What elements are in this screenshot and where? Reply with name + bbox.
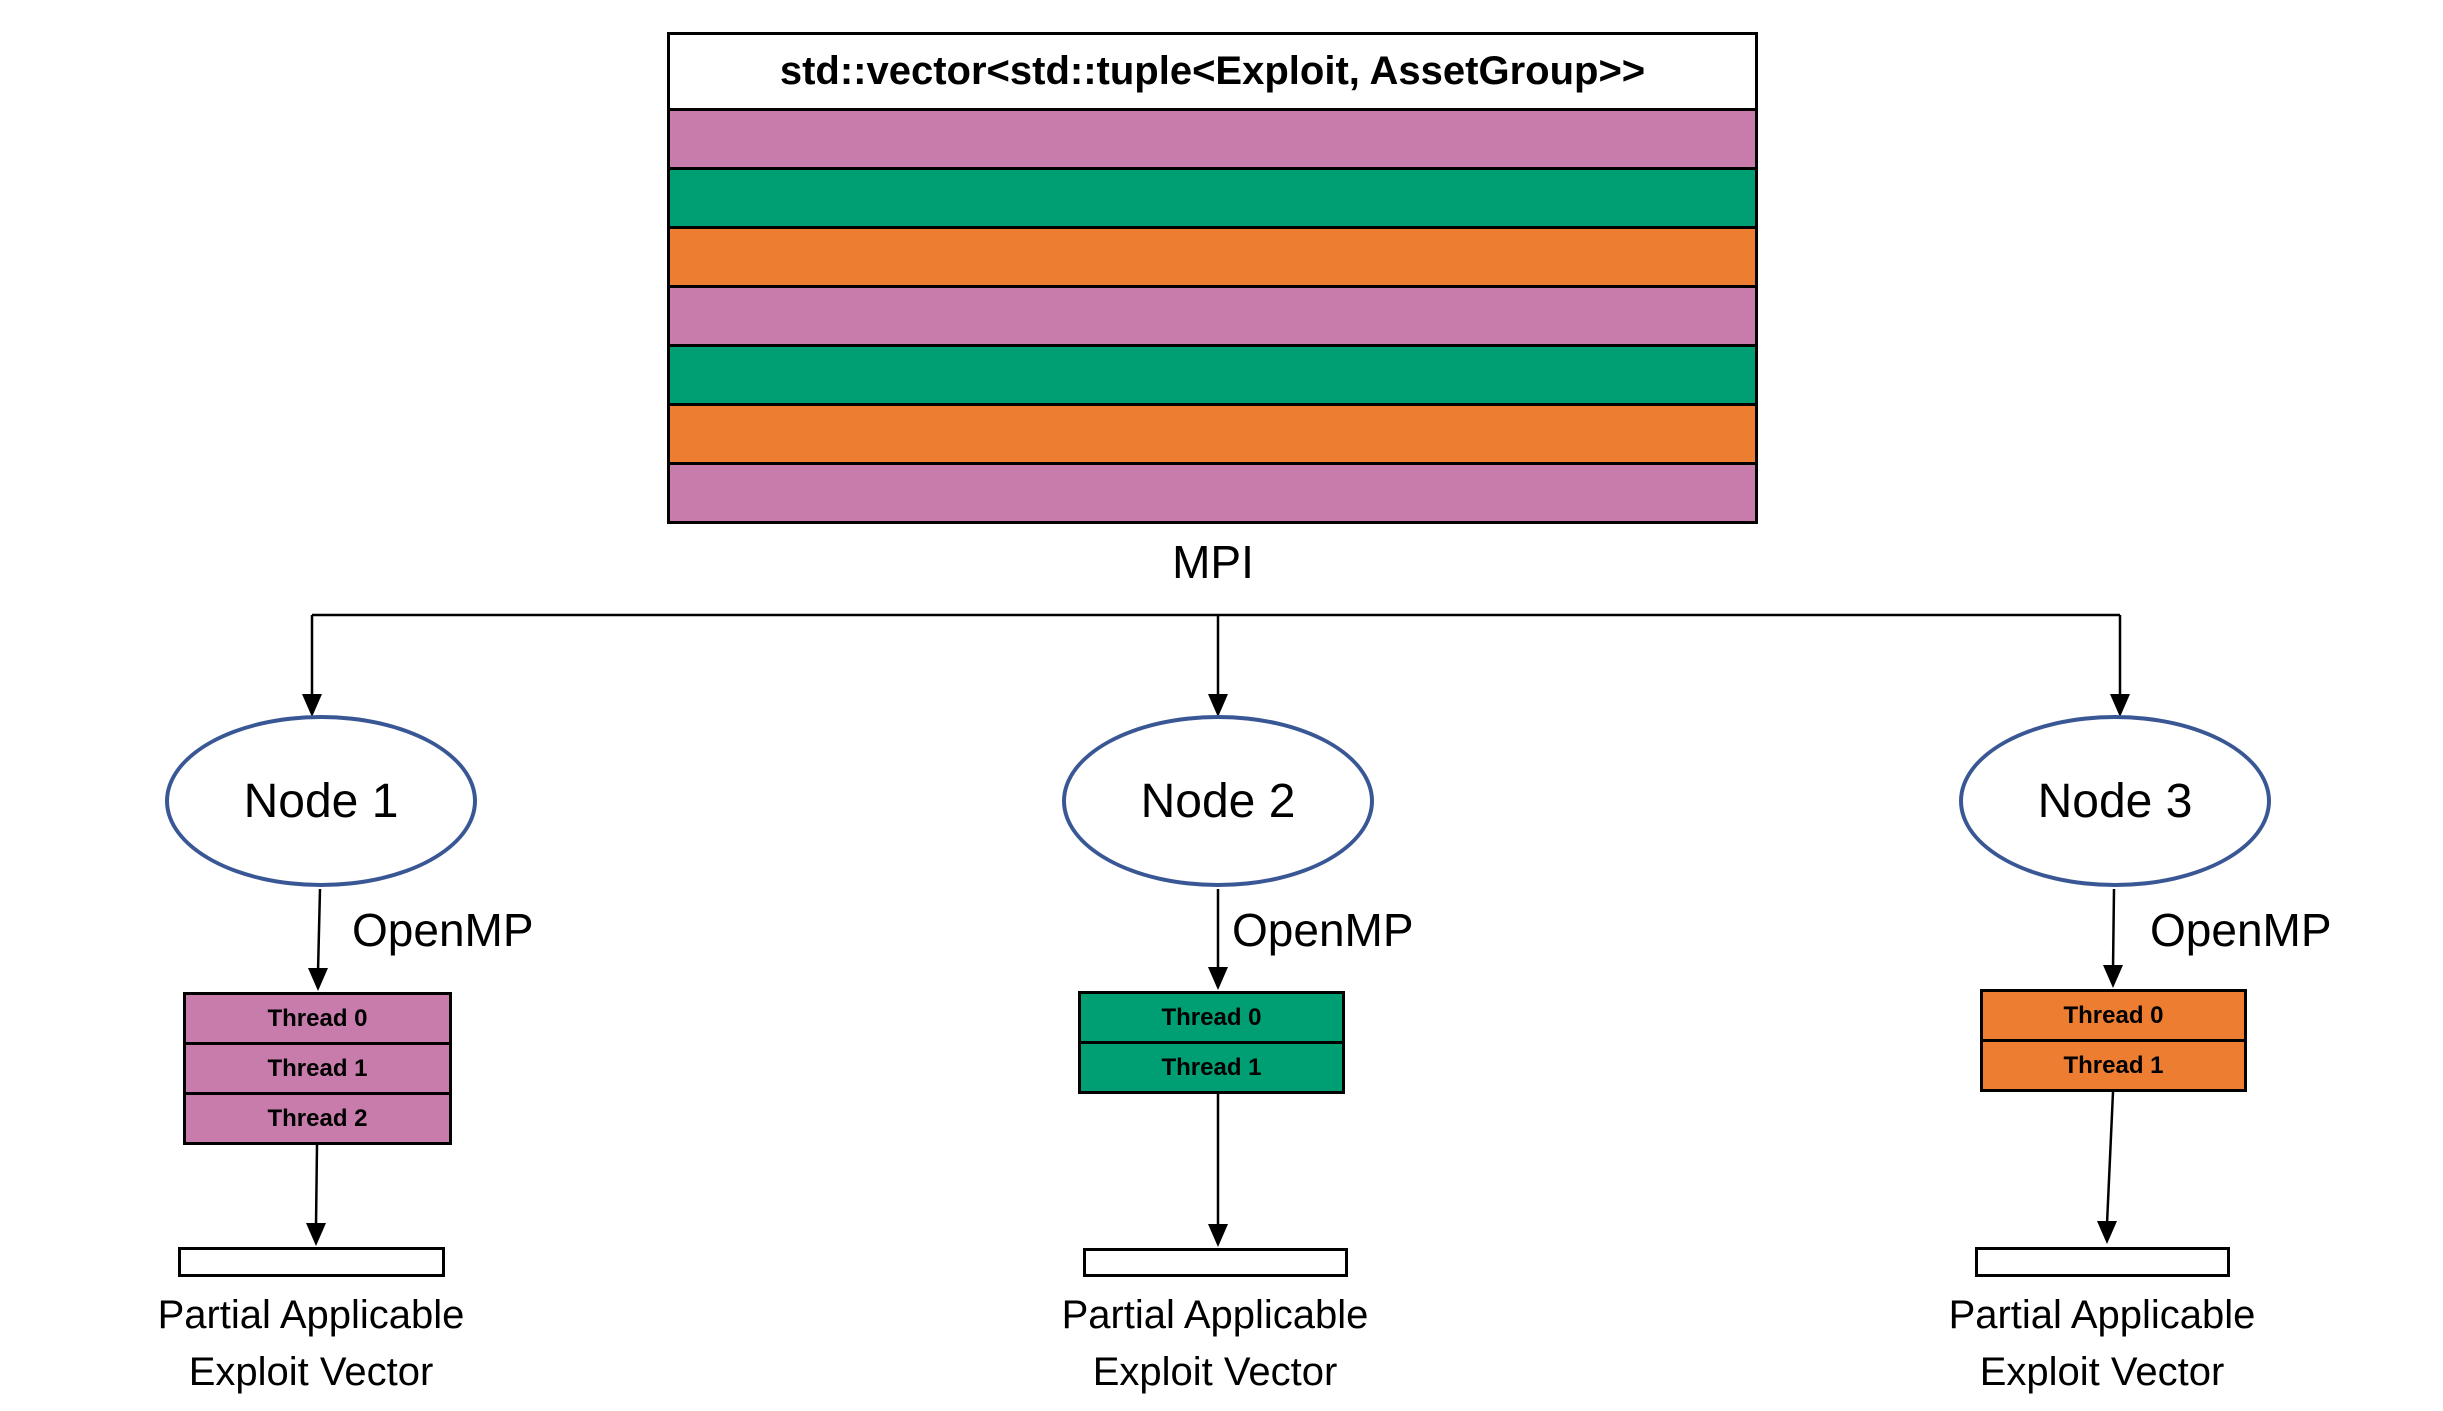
vector-entry-stripe xyxy=(667,344,1758,406)
openmp-arrowhead-node3 xyxy=(2103,965,2123,988)
node3-openmp-label: OpenMP xyxy=(2150,904,2332,956)
node2-thread-row: Thread 0 xyxy=(1078,991,1345,1044)
node1-caption-line2: Exploit Vector xyxy=(188,1350,434,1394)
node3-thread-stack: Thread 0 Thread 1 xyxy=(1980,989,2247,1092)
node3-thread-row: Thread 1 xyxy=(1980,1039,2247,1092)
node1-caption: Partial Applicable Exploit Vector xyxy=(111,1287,511,1401)
mpi-arrowhead-node3 xyxy=(2110,694,2130,717)
node1-openmp-label: OpenMP xyxy=(352,904,534,956)
vector-entry-stripe xyxy=(667,167,1758,229)
node3-label: Node 3 xyxy=(2037,774,2193,828)
node3-partial-vector-box xyxy=(1975,1247,2230,1277)
openmp-arrow-line-node1 xyxy=(316,888,322,973)
result-arrowhead-node3 xyxy=(2097,1221,2117,1244)
result-arrowhead-node2 xyxy=(1208,1224,1228,1247)
openmp-arrow-line-node3 xyxy=(2111,888,2116,970)
vector-entry-stripe xyxy=(667,108,1758,170)
node2-caption-line2: Exploit Vector xyxy=(1092,1350,1338,1394)
node2-caption-line1: Partial Applicable xyxy=(1061,1293,1369,1337)
node1-label: Node 1 xyxy=(243,774,399,828)
node1-thread-row: Thread 1 xyxy=(183,1042,452,1095)
tuple-vector-title: std::vector<std::tuple<Exploit, AssetGro… xyxy=(667,32,1758,111)
vector-entry-stripe xyxy=(667,462,1758,524)
mpi-label: MPI xyxy=(1172,536,1254,588)
node2-partial-vector-box xyxy=(1083,1248,1348,1277)
node1-thread-row: Thread 0 xyxy=(183,992,452,1045)
result-arrowhead-node1 xyxy=(306,1223,326,1246)
node2-caption: Partial Applicable Exploit Vector xyxy=(1015,1287,1415,1401)
mpi-arrowhead-node1 xyxy=(302,694,322,717)
node3-caption-line1: Partial Applicable xyxy=(1948,1293,2256,1337)
node3-ellipse: Node 3 xyxy=(1959,715,2271,887)
result-arrow-line-node1 xyxy=(314,1144,319,1227)
result-arrow-line-node3 xyxy=(2105,1091,2115,1225)
node1-thread-row: Thread 2 xyxy=(183,1092,452,1145)
node1-ellipse: Node 1 xyxy=(165,715,477,887)
openmp-arrowhead-node1 xyxy=(308,968,328,991)
node3-thread-row: Thread 0 xyxy=(1980,989,2247,1042)
vector-entry-stripe xyxy=(667,403,1758,465)
node2-openmp-label: OpenMP xyxy=(1232,904,1414,956)
node3-caption-line2: Exploit Vector xyxy=(1979,1350,2225,1394)
node1-caption-line1: Partial Applicable xyxy=(157,1293,465,1337)
vector-entry-stripe xyxy=(667,285,1758,347)
vector-entry-stripe xyxy=(667,226,1758,288)
node3-caption: Partial Applicable Exploit Vector xyxy=(1902,1287,2302,1401)
tuple-vector-box: std::vector<std::tuple<Exploit, AssetGro… xyxy=(667,32,1758,524)
node2-thread-row: Thread 1 xyxy=(1078,1041,1345,1094)
node2-ellipse: Node 2 xyxy=(1062,715,1374,887)
node1-thread-stack: Thread 0 Thread 1 Thread 2 xyxy=(183,992,452,1145)
node1-partial-vector-box xyxy=(178,1247,445,1277)
node2-label: Node 2 xyxy=(1140,774,1296,828)
openmp-arrowhead-node2 xyxy=(1208,967,1228,990)
mpi-arrowhead-node2 xyxy=(1208,694,1228,717)
node2-thread-stack: Thread 0 Thread 1 xyxy=(1078,991,1345,1094)
